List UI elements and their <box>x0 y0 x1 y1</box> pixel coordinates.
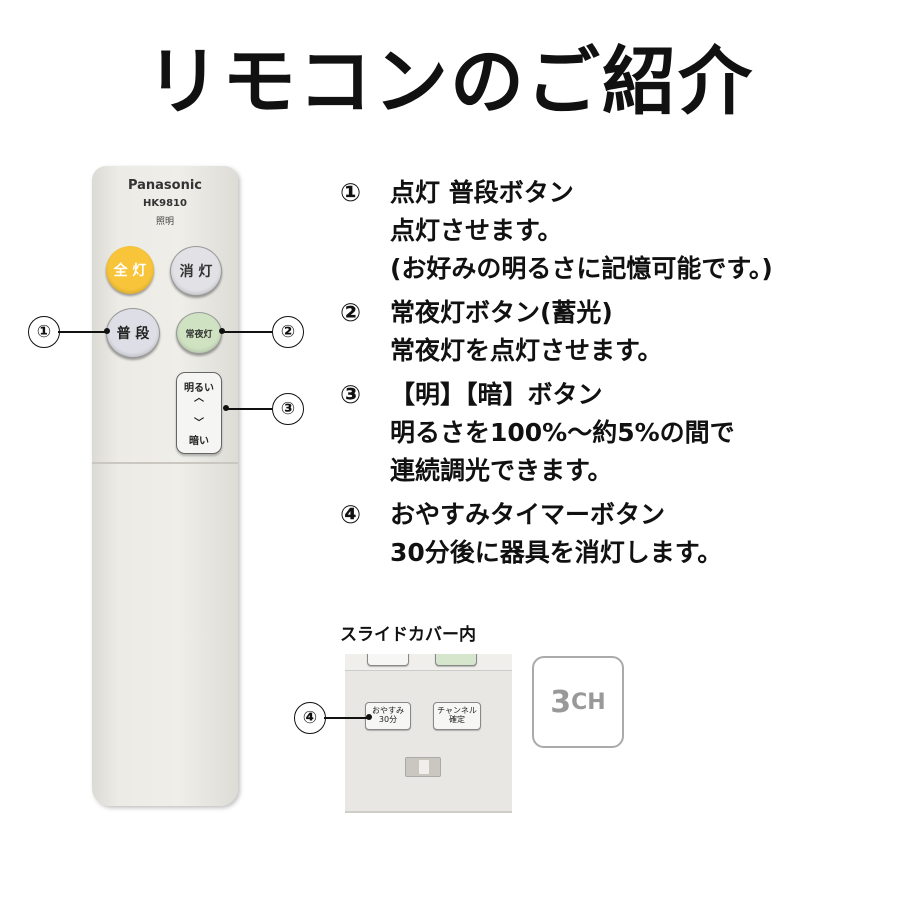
callout-4-line <box>324 717 370 719</box>
normal-button[interactable]: 普 段 <box>106 308 160 358</box>
channel-confirm-button[interactable]: チャンネル 確定 <box>433 702 481 730</box>
darker-label: 暗い <box>189 436 209 447</box>
off-button[interactable]: 消 灯 <box>170 246 222 296</box>
channel-number: 3 <box>550 684 572 720</box>
remote-control: Panasonic HK9810 照明 全 灯 消 灯 普 段 常夜灯 明るい … <box>92 166 238 806</box>
confirm-label: 確定 <box>449 715 465 724</box>
partial-button <box>435 654 477 666</box>
desc-1-line: 点灯させます。 <box>390 216 563 245</box>
callout-3-line <box>226 408 272 410</box>
channel-suffix: CH <box>571 689 606 715</box>
night-light-button[interactable]: 常夜灯 <box>176 312 222 354</box>
page-title: リモコンのご紹介 <box>146 39 754 125</box>
desc-1-line: (お好みの明るさに記憶可能です。) <box>390 254 773 283</box>
brighter-label: 明るい <box>184 383 214 394</box>
slide-cover-label: スライドカバー内 <box>340 625 476 645</box>
sleep-timer-button[interactable]: おやすみ 30分 <box>365 702 411 730</box>
slide-cover-inner-photo: おやすみ 30分 チャンネル 確定 <box>345 654 512 813</box>
switch-knob[interactable] <box>419 760 429 774</box>
desc-3-line: 連続調光できます。 <box>390 456 613 485</box>
chevron-up-icon: ︿ <box>194 393 204 404</box>
sleep-timer-minutes: 30分 <box>378 715 398 724</box>
slide-cover-seam <box>92 462 238 464</box>
brand-logo: Panasonic <box>127 178 203 193</box>
callout-3-dot <box>223 405 229 411</box>
callout-2-line <box>222 331 272 333</box>
all-on-button[interactable]: 全 灯 <box>106 246 154 294</box>
desc-2-line: 常夜灯を点灯させます。 <box>390 336 663 365</box>
callout-2-dot <box>219 328 225 334</box>
callout-3: ③ <box>272 393 304 425</box>
callout-4-dot <box>366 714 372 720</box>
callout-4: ④ <box>294 702 326 734</box>
chevron-down-icon: ﹀ <box>194 418 204 429</box>
sleep-timer-label: おやすみ <box>372 706 404 715</box>
callout-2: ② <box>272 316 304 348</box>
callout-1-dot <box>104 328 110 334</box>
callout-1: ① <box>28 316 60 348</box>
callout-1-line <box>58 331 108 333</box>
desc-3-heading: ③【明】【暗】ボタン <box>340 380 603 409</box>
channel-switch[interactable] <box>405 757 441 777</box>
remote-subtitle: 照明 <box>155 217 174 227</box>
channel-label: チャンネル <box>437 706 477 715</box>
desc-4-line: 30分後に器具を消灯します。 <box>390 538 723 567</box>
desc-3-line: 明るさを100%～約5%の間で <box>390 418 735 447</box>
model-number: HK9810 <box>143 198 187 209</box>
brightness-rocker-button[interactable]: 明るい ︿ ﹀ 暗い <box>176 372 222 454</box>
partial-button <box>367 654 409 666</box>
